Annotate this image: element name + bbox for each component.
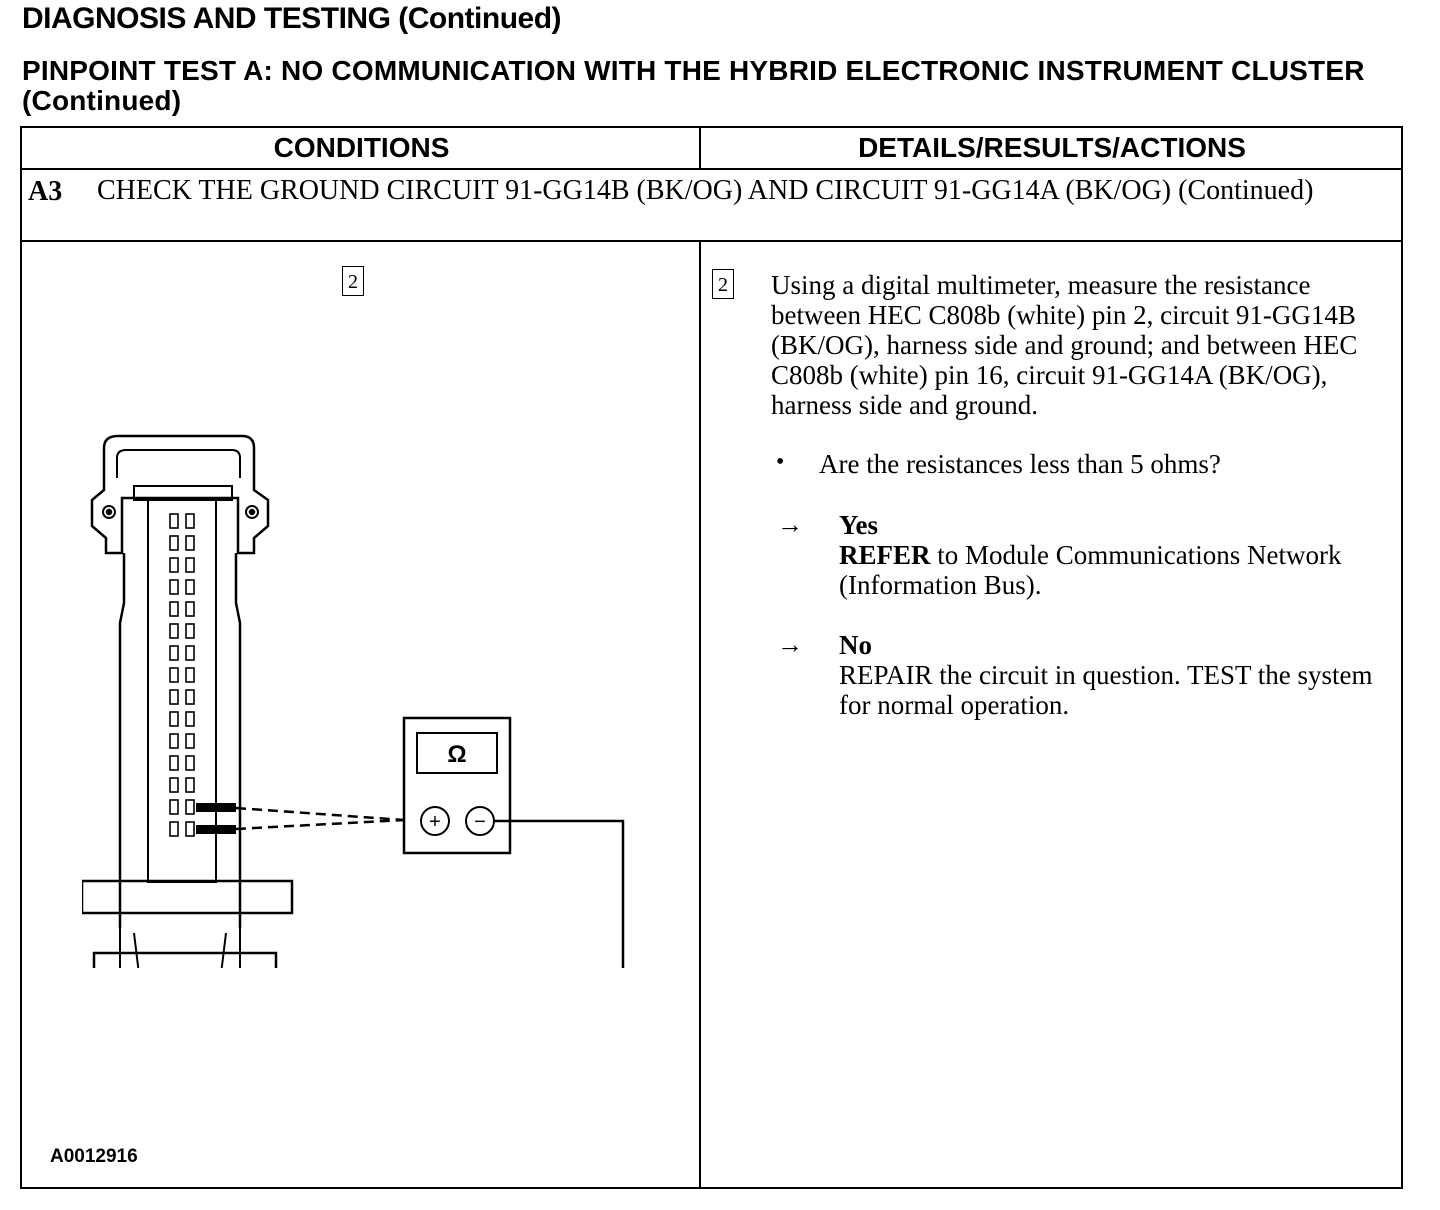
yes-label: Yes (839, 510, 878, 540)
detail-step-number: 2 (712, 269, 734, 299)
connector-icon (82, 434, 294, 968)
meter-minus-terminal: − (474, 811, 486, 833)
instruction-text: Using a digital multimeter, measure the … (771, 270, 1358, 420)
body-column-divider (699, 240, 701, 1187)
yes-arrow-icon: → (777, 510, 803, 539)
page-title: DIAGNOSIS AND TESTING (Continued) (22, 2, 562, 35)
no-label: No (839, 630, 872, 660)
no-arrow-icon: → (777, 630, 803, 659)
ground-icon (494, 819, 625, 968)
yes-action-keyword: REFER (839, 540, 931, 570)
test-subtitle: PINPOINT TEST A: NO COMMUNICATION WITH T… (22, 55, 1365, 116)
details-header: DETAILS/RESULTS/ACTIONS (858, 132, 1246, 163)
pinpoint-test-table: CONDITIONS DETAILS/RESULTS/ACTIONS A3 CH… (20, 126, 1403, 1189)
meter-plus-terminal: + (429, 811, 441, 833)
header-divider (22, 168, 1401, 170)
step-id: A3 (28, 176, 63, 207)
step-divider (22, 240, 1401, 242)
no-result: No REPAIR the circuit in question. TEST … (839, 630, 1404, 720)
connector-multimeter-diagram: Ω + − (82, 434, 625, 968)
no-action-text: REPAIR the circuit in question. TEST the… (839, 660, 1373, 720)
bullet-dot: • (776, 449, 785, 475)
connector-pins (169, 513, 195, 837)
yes-result: Yes REFER to Module Communications Netwo… (839, 510, 1404, 600)
diagram-step-number: 2 (342, 266, 364, 296)
conditions-header: CONDITIONS (273, 132, 450, 163)
multimeter-icon: Ω + − (402, 716, 512, 855)
step-title: CHECK THE GROUND CIRCUIT 91-GG14B (BK/OG… (97, 175, 1314, 206)
question-text: Are the resistances less than 5 ohms? (819, 449, 1221, 479)
header-column-divider (699, 128, 701, 169)
yes-action-text: to Module Communications Network (Inform… (839, 540, 1342, 600)
test-probes (196, 803, 405, 834)
meter-display-symbol: Ω (447, 741, 466, 768)
figure-id: A0012916 (50, 1146, 138, 1167)
